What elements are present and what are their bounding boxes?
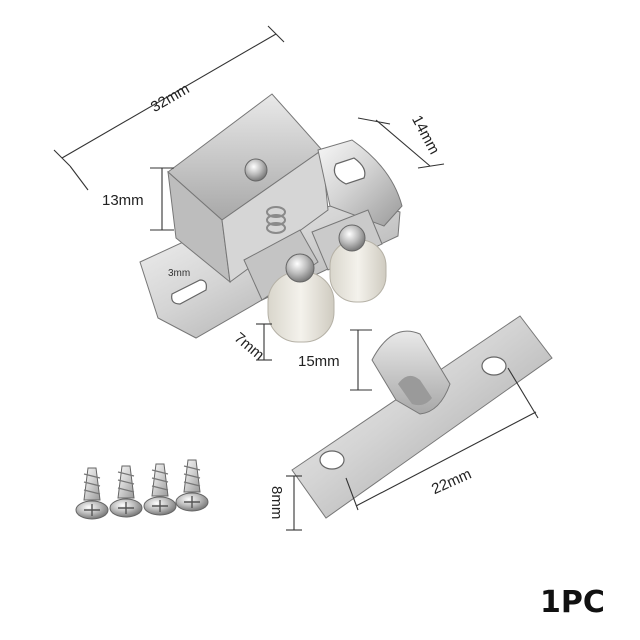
catch-slot-hole [171, 279, 207, 305]
screw-2 [109, 465, 143, 518]
dim-label-width: 32mm [148, 80, 193, 116]
catch-roller-left [267, 253, 335, 343]
catch-roller-right [329, 224, 387, 303]
screw-1 [75, 467, 109, 520]
dim-label-strike-length: 22mm [429, 466, 474, 498]
catch-right-wing [317, 139, 403, 227]
roller-catch [139, 93, 403, 343]
screw-3 [143, 463, 177, 516]
quantity-label: 1PC [540, 585, 605, 620]
dim-label-hole: 3mm [168, 268, 190, 279]
catch-top-rivet [244, 158, 268, 182]
dim-label-height-right: 14mm [408, 112, 443, 157]
catch-roller-arm-left [243, 229, 319, 301]
dim-label-strike-width: 8mm [268, 486, 285, 519]
dim-label-strike-height: 15mm [298, 353, 340, 370]
strike-hole-right [481, 356, 507, 376]
strike-tongue [371, 330, 451, 415]
catch-right-slot [333, 157, 366, 185]
dim-label-roller-offset: 7mm [231, 329, 267, 363]
catch-spring [266, 206, 286, 234]
strike-plate [291, 315, 553, 519]
screws [75, 459, 209, 520]
dimension-lines [53, 25, 539, 531]
dim-label-height-left: 13mm [102, 192, 144, 209]
screw-4 [175, 459, 209, 512]
strike-tongue-inner [398, 375, 432, 406]
strike-hole-left [319, 450, 345, 470]
